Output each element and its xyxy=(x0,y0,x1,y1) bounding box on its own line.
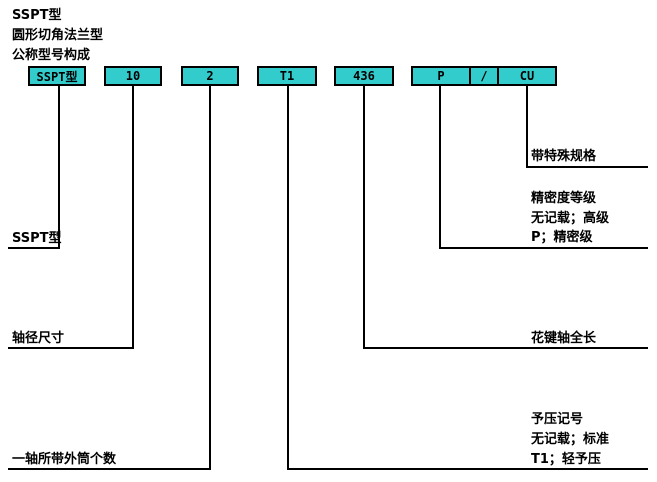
code-box-nut-count: 2 xyxy=(181,66,239,86)
code-box-slash: / xyxy=(469,66,499,86)
title-line-1: SSPT型 xyxy=(12,8,62,23)
line-nut-count xyxy=(8,86,211,470)
label-preload-t1: T1；轻予压 xyxy=(531,452,601,467)
code-box-special: CU xyxy=(497,66,557,86)
code-box-length: 436 xyxy=(334,66,394,86)
title-line-2: 圆形切角法兰型 xyxy=(12,28,104,43)
code-box-precision: P xyxy=(411,66,471,86)
line-shaft-dia xyxy=(8,86,134,349)
label-nut-count: 一轴所带外筒个数 xyxy=(12,452,117,467)
label-precision-title: 精密度等级 xyxy=(531,191,597,206)
code-box-preload: T1 xyxy=(257,66,317,86)
label-shaft-dia: 轴径尺寸 xyxy=(12,331,65,346)
line-special xyxy=(526,86,648,168)
code-box-model: SSPT型 xyxy=(28,66,86,86)
title-line-3: 公称型号构成 xyxy=(12,48,91,63)
label-precision-p: P；精密级 xyxy=(531,230,593,245)
label-length: 花键轴全长 xyxy=(531,331,597,346)
label-preload-none: 无记载；标准 xyxy=(531,432,610,447)
line-preload xyxy=(287,86,648,470)
code-box-shaft-dia: 10 xyxy=(104,66,162,86)
line-length xyxy=(363,86,648,349)
label-model: SSPT型 xyxy=(12,231,62,246)
label-special: 带特殊规格 xyxy=(531,149,597,164)
line-model xyxy=(8,86,60,249)
line-precision xyxy=(439,86,648,249)
label-preload-title: 予压记号 xyxy=(531,412,584,427)
label-precision-none: 无记载；高级 xyxy=(531,211,610,226)
